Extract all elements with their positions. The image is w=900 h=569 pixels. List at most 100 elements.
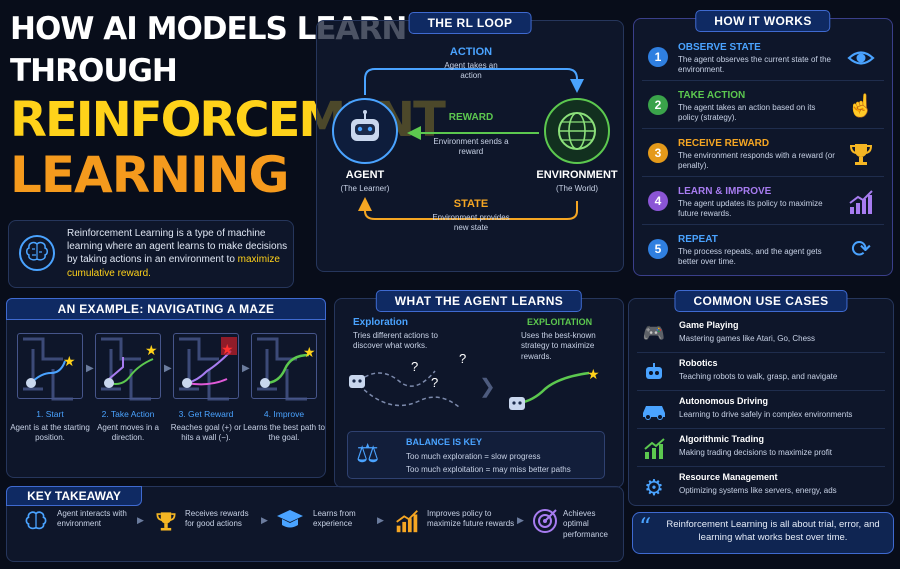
scale-icon: ⚖: [356, 438, 380, 468]
maze-step-desc: Reaches goal (+) or hits a wall (−).: [170, 422, 242, 442]
svg-text:★: ★: [587, 366, 600, 382]
step-number: 4: [648, 191, 668, 211]
how-step-1: 1 OBSERVE STATE The agent observes the c…: [642, 39, 884, 81]
use-case-title: Autonomous Driving: [679, 396, 768, 406]
environment-sub: (The World): [555, 184, 599, 193]
gear-icon: ⚙: [644, 475, 664, 500]
agent-label: AGENT: [345, 169, 385, 181]
graduation-cap-icon: [275, 507, 305, 539]
takeaway-text-1: Agent interacts with environment: [57, 509, 127, 529]
how-step-3: 3 RECEIVE REWARD The environment respond…: [642, 135, 884, 177]
takeaway-text-2: Receives rewards for good actions: [185, 509, 249, 529]
use-case-desc: Making trading decisions to maximize pro…: [679, 448, 832, 457]
maze-step-desc: Learns the best path to the goal.: [243, 422, 325, 442]
step-number: 2: [648, 95, 668, 115]
title-line-4: LEARNING: [10, 146, 290, 204]
rl-loop-panel: THE RL LOOP ACTION Agent takes an action…: [316, 12, 624, 272]
step-desc: The agent takes an action based on its p…: [678, 103, 816, 122]
action-label: ACTION: [449, 46, 493, 58]
step-title: OBSERVE STATE: [678, 42, 761, 53]
gamepad-icon: 🎮: [642, 323, 666, 343]
quote-box: “ Reinforcement Learning is all about tr…: [632, 512, 894, 554]
takeaway-text-4: Improves policy to maximize future rewar…: [427, 509, 515, 529]
growth-chart-icon: [393, 507, 421, 541]
state-label: STATE: [453, 198, 489, 210]
svg-text:★: ★: [303, 344, 316, 360]
use-cases-title: COMMON USE CASES: [674, 290, 848, 312]
title-line-2: THROUGH: [10, 53, 178, 89]
maze-illustrations: ★ ★ ★ ★ ▶ ▶ ▶: [23, 337, 316, 401]
svg-text:▶: ▶: [242, 363, 250, 374]
agent-learns-title: WHAT THE AGENT LEARNS: [375, 290, 583, 312]
step-desc: The environment responds with a reward (…: [678, 151, 835, 170]
exploitation-desc: Uses the best-known strategy to maximize…: [521, 331, 596, 361]
maze-step-desc: Agent moves in a direction.: [97, 422, 159, 442]
svg-text:❯: ❯: [479, 376, 496, 398]
maze-start: [17, 333, 83, 399]
use-case-title: Game Playing: [679, 320, 739, 330]
maze-step-title: 1. Start: [36, 409, 64, 419]
explore-exploit-illustration: ? ? ? ❯ ★: [349, 351, 600, 410]
svg-text:?: ?: [411, 359, 418, 374]
use-case-desc: Teaching robots to walk, grasp, and navi…: [679, 372, 838, 381]
key-takeaway-panel: KEY TAKEAWAY Agent interacts with enviro…: [6, 486, 624, 562]
agent-learns-panel: WHAT THE AGENT LEARNS Exploration Tries …: [334, 290, 624, 488]
arrow-icon: ▶: [137, 515, 144, 525]
arrow-icon: ▶: [377, 515, 384, 525]
svg-text:?: ?: [431, 375, 438, 390]
maze-step-title: 3. Get Reward: [178, 409, 234, 419]
maze-example-panel: AN EXAMPLE: NAVIGATING A MAZE ★ ★ ★ ★ ▶ …: [6, 298, 326, 478]
maze-step-title: 4. Improve: [263, 409, 305, 419]
balance-line-1: Too much exploration = slow progress: [406, 452, 541, 461]
reward-label: REWARD: [448, 112, 494, 123]
action-desc: Agent takes an action: [444, 61, 498, 81]
arrow-icon: ▶: [261, 515, 268, 525]
rl-loop-title: THE RL LOOP: [408, 12, 532, 34]
how-step-5: 5 REPEAT The process repeats, and the ag…: [642, 231, 884, 273]
exploitation-title: EXPLOITATION: [527, 317, 593, 327]
balance-line-2: Too much exploitation = may miss better …: [406, 465, 571, 474]
trophy-icon: [846, 139, 876, 169]
balance-title: BALANCE IS KEY: [406, 437, 483, 447]
brain-icon: [21, 507, 51, 543]
rl-loop-arrows: [332, 68, 610, 220]
intro-text-main: Reinforcement Learning is a type of mach…: [67, 228, 288, 266]
step-number: 3: [648, 143, 668, 163]
robot-icon: [641, 361, 667, 385]
maze-improve: [251, 333, 317, 399]
maze-step-title: 2. Take Action: [101, 409, 155, 419]
step-title: RECEIVE REWARD: [678, 138, 770, 149]
step-desc: The process repeats, and the agent gets …: [678, 247, 822, 266]
svg-text:▶: ▶: [86, 363, 94, 374]
reward-desc: Environment sends a reward: [433, 137, 509, 157]
use-case-desc: Mastering games like Atari, Go, Chess: [679, 334, 816, 343]
svg-text:▶: ▶: [164, 363, 172, 374]
trophy-icon: [153, 507, 179, 541]
brain-icon: [19, 235, 55, 271]
how-it-works-panel: HOW IT WORKS 1 OBSERVE STATE The agent o…: [633, 10, 893, 276]
repeat-icon: ⟳: [850, 236, 872, 263]
maze-take-action: [95, 333, 161, 399]
intro-box: Reinforcement Learning is a type of mach…: [8, 220, 294, 288]
step-number: 1: [648, 47, 668, 67]
arrow-icon: ▶: [517, 515, 524, 525]
key-takeaway-title: KEY TAKEAWAY: [6, 486, 142, 506]
growth-chart-icon: [846, 187, 876, 217]
quote-text: Reinforcement Learning is all about tria…: [666, 519, 880, 543]
step-title: REPEAT: [678, 234, 718, 245]
environment-label: ENVIRONMENT: [536, 169, 618, 181]
maze-step-desc: Agent is at the starting position.: [10, 422, 90, 442]
use-case-desc: Learning to drive safely in complex envi…: [679, 410, 853, 419]
agent-sub: (The Learner): [340, 184, 390, 193]
trading-chart-icon: [641, 437, 667, 461]
use-case-desc: Optimizing systems like servers, energy,…: [679, 486, 837, 495]
takeaway-text-5: Achieves optimal performance: [563, 509, 608, 539]
car-icon: [641, 399, 667, 423]
